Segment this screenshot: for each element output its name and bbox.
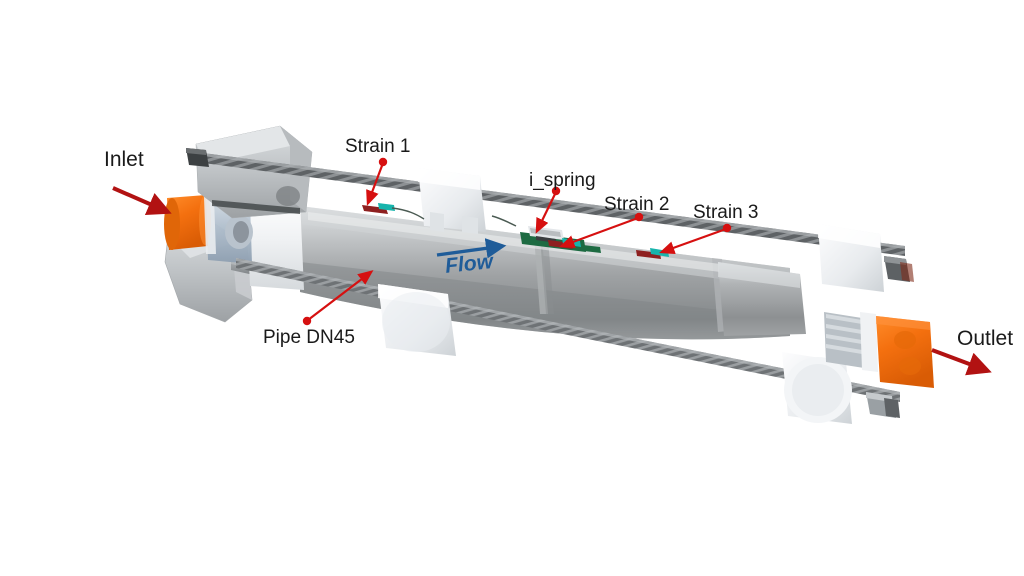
clamp-block-lower-right — [782, 352, 852, 424]
flow-arrow — [436, 238, 507, 259]
label-outlet: Outlet — [957, 327, 1014, 350]
hex-nut-lower-right — [866, 392, 900, 418]
mount-block-upper-left — [195, 125, 313, 219]
inlet-arrow — [112, 186, 172, 215]
label-flow: Flow — [444, 250, 494, 278]
clamp-block-upper-mid — [418, 168, 486, 234]
pipe-dn45-leader — [302, 270, 374, 326]
outlet-arrow — [931, 348, 992, 376]
label-strain-1: Strain 1 — [345, 136, 411, 157]
label-inlet: Inlet — [104, 148, 144, 171]
hex-nut-upper-right — [884, 256, 914, 282]
strain-gauge-1 — [362, 203, 425, 220]
strain-2-leader — [559, 212, 644, 248]
pipe-tail-right — [718, 262, 806, 336]
clamp-block-upper-right — [818, 224, 884, 292]
clamp-block-lower-mid — [378, 284, 456, 356]
strain-3-leader — [659, 223, 732, 255]
label-strain-3: Strain 3 — [693, 202, 759, 223]
label-i-spring: i_spring — [529, 170, 596, 191]
strain-1-leader — [366, 157, 388, 206]
label-pipe-dn45: Pipe DN45 — [263, 327, 355, 348]
outlet-assembly — [824, 312, 934, 388]
i-spring-leader — [535, 186, 561, 234]
label-strain-2: Strain 2 — [604, 194, 670, 215]
